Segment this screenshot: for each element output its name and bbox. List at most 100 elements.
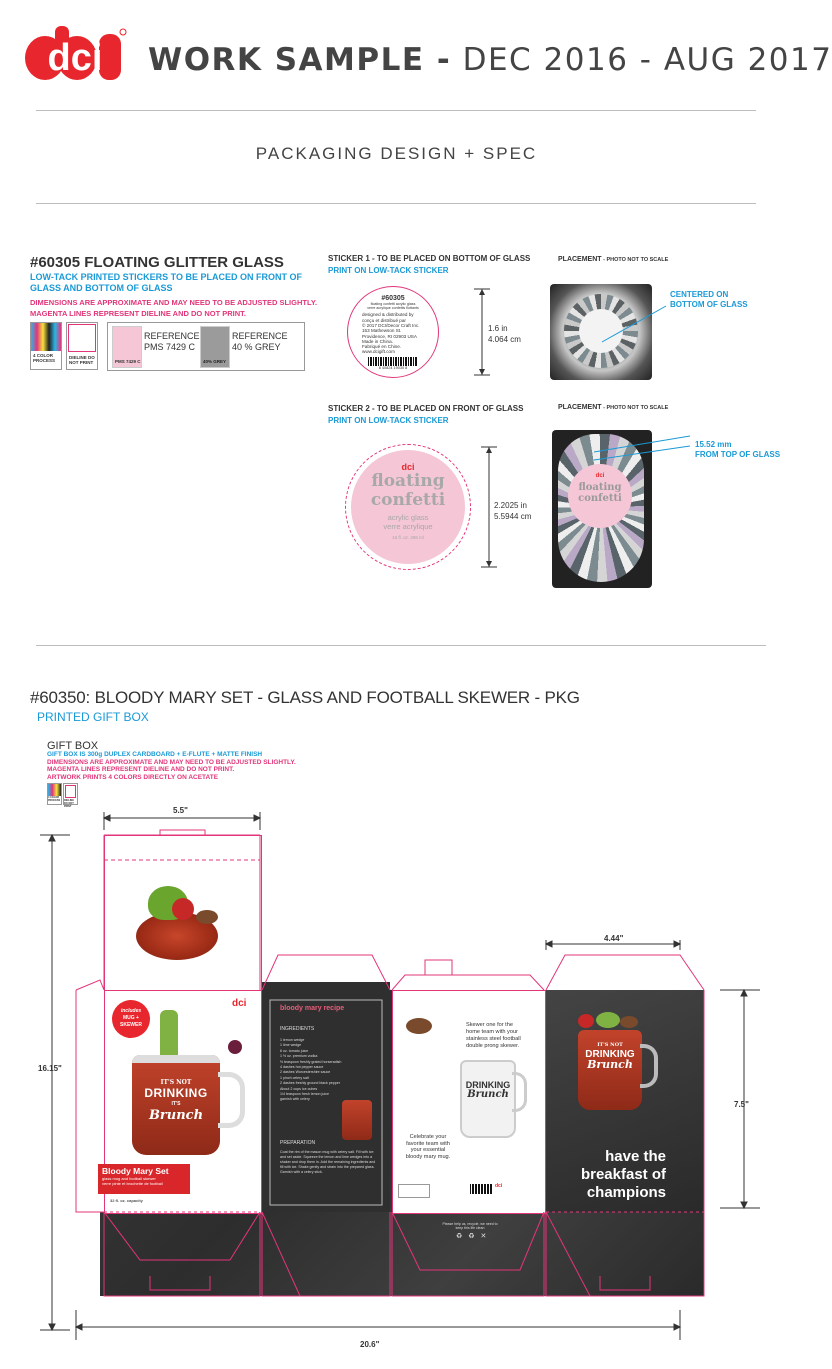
ingredient: 2 dashes Worcestershire sauce <box>280 1070 331 1075</box>
celebrate-text: Celebrate your favorite team with your e… <box>398 1134 458 1160</box>
prep-text: Coat the rim of the mason mug with celer… <box>280 1150 376 1174</box>
celebrate-text2: favorite team with <box>406 1140 450 1147</box>
sticker1-text2: conçu et distribué par <box>362 317 406 323</box>
swatch2-4-color-label: 4 COLOR PROCESS <box>48 796 61 802</box>
dim-total-width: 20.6" <box>360 1340 380 1349</box>
gift-box-dieline: 5.5" 16.15" 4.44" 7.5" 20.6" includes MU… <box>0 800 793 1369</box>
sticker2-name2: confetti <box>370 490 446 510</box>
dim-right-width: 4.44" <box>604 934 624 943</box>
swatch-dieline: DIELINE DO NOT PRINT <box>66 322 98 370</box>
ref1-title: REFERENCE <box>144 331 200 341</box>
divider <box>36 110 756 111</box>
ref-chip-grey-label: 40% GREY <box>203 359 227 364</box>
placement1-callout2: BOTTOM OF GLASS <box>670 300 748 309</box>
project1-desc: LOW-TACK PRINTED STICKERS TO BE PLACED O… <box>30 272 302 294</box>
project1-title: #60305 FLOATING GLITTER GLASS <box>30 254 284 271</box>
badge-line1: includes <box>120 1008 142 1014</box>
sticker2-cap: 16 fl. oz. 296 ml <box>392 535 424 540</box>
sticker2-face: dci floating confetti acrylic glass verr… <box>351 450 465 564</box>
ingredient: ½ teaspoon freshly grated horseradish <box>280 1059 342 1064</box>
swatch2-dieline-label: DIELINE DO NOT PRINT <box>64 799 74 808</box>
ingredients-title: INGREDIENTS <box>280 1026 315 1032</box>
placement1-callout: CENTERED ON BOTTOM OF GLASS <box>670 290 748 310</box>
celebrate-text4: bloody mary mug. <box>405 1153 451 1160</box>
sticker1-text4: 153 Mathewson St. <box>362 328 402 334</box>
back-mug-handle <box>640 1044 658 1088</box>
page-title-dates: DEC 2016 - AUG 2017 <box>451 42 832 78</box>
skewer-text4: double prong skewer. <box>466 1043 520 1049</box>
side-mug-line2: DRINKING <box>465 1080 511 1090</box>
placement2-callout2: FROM TOP OF GLASS <box>695 450 781 459</box>
sticker1-address: designed & distributed by conçu et distr… <box>348 312 438 354</box>
ingredient: About 2 cups ice cubes <box>280 1086 318 1091</box>
celery-icon <box>160 1010 178 1062</box>
sticker1-text1: designed & distributed by <box>362 312 414 318</box>
sticker1-text5: Providence, RI 02903 USA <box>362 333 417 339</box>
capacity: 32 fl. oz. capacity <box>110 1198 143 1203</box>
sticker1-dims: 1.6 in 4.064 cm <box>488 323 521 345</box>
front-mug-line1: IT'S NOT <box>160 1079 192 1086</box>
football-icon <box>406 1018 432 1034</box>
recipe-panel <box>262 982 390 1212</box>
project1-note2: MAGENTA LINES REPRESENT DIELINE AND DO N… <box>30 309 246 318</box>
ref1-value: PMS 7429 C <box>144 342 196 352</box>
recipe-mug-image <box>342 1100 372 1140</box>
gift-box-spec4: ARTWORK PRINTS 4 COLORS DIRECTLY ON ACET… <box>47 773 219 781</box>
project1-desc-line1: LOW-TACK PRINTED STICKERS TO BE PLACED O… <box>30 272 302 282</box>
sticker1-dim2: 4.064 cm <box>488 335 521 344</box>
placement2-sticker-name2: confetti <box>578 493 622 504</box>
page-title-bold: WORK SAMPLE - <box>148 42 452 78</box>
recycle-note: Please help us, recycle, we need to keep… <box>442 1222 498 1230</box>
skewer-text1: Skewer one for the <box>466 1022 513 1028</box>
ingredient: garnish with celery <box>280 1097 310 1102</box>
project2-title: #60350: BLOODY MARY SET - GLASS AND FOOT… <box>30 688 580 707</box>
gift-box-title: GIFT BOX <box>47 740 99 752</box>
sticker1-barcode-number: 8 40824 19030 8 <box>378 365 408 370</box>
gift-box-specs: GIFT BOX IS 300g DUPLEX CARDBOARD + E-FL… <box>47 751 296 781</box>
divider <box>36 203 756 204</box>
barcode <box>368 356 418 366</box>
skewer-text2: home team with your <box>466 1029 518 1035</box>
sticker1-web: www.dcigift.com <box>362 349 395 355</box>
gift-box-spec3: MAGENTA LINES REPRESENT DIELINE AND DO N… <box>47 766 235 773</box>
front-mug-handle <box>218 1072 245 1128</box>
badge-line3: SKEWER <box>120 1022 142 1028</box>
sticker1-title: STICKER 1 - TO BE PLACED ON BOTTOM OF GL… <box>328 254 531 263</box>
celebrate-text3: your essential <box>410 1147 446 1154</box>
ref-chip-pink: PMS 7429 C <box>112 326 142 368</box>
placement2-sticker-name1: floating <box>578 482 622 493</box>
sticker2-dim-line <box>481 446 497 568</box>
divider <box>36 645 766 646</box>
badge-line2: MUG + <box>123 1015 139 1021</box>
ref2-title: REFERENCE <box>232 331 288 341</box>
set-name: Bloody Mary Set <box>102 1166 169 1176</box>
placement2-callout: 15.52 mm FROM TOP OF GLASS <box>695 440 780 460</box>
sticker1-dim1: 1.6 in <box>488 324 508 333</box>
back-garnish <box>578 1012 638 1030</box>
placement1-callout1: CENTERED ON <box>670 290 729 299</box>
side-mug-line4: Brunch <box>467 1089 509 1100</box>
front-mug-line2: DRINKING <box>144 1086 208 1100</box>
project1-desc-line2: GLASS AND BOTTOM OF GLASS <box>30 283 173 293</box>
placement2-photo: dci floating confetti <box>552 430 652 588</box>
sticker1-small1: floating confetti acrylic glass <box>370 302 416 306</box>
swatch2-dieline: DIELINE DO NOT PRINT <box>63 783 78 808</box>
ref2-value: 40 % GREY <box>232 342 281 352</box>
set-sub1: glass mug and football skewer <box>102 1176 156 1181</box>
swatch-dieline-label: DIELINE DO NOT PRINT <box>69 355 95 365</box>
placement2-label: PLACEMENT <box>558 404 602 411</box>
placement2-callout1: 15.52 mm <box>695 440 732 449</box>
ingredient: 1 ½ oz. premium vodka <box>280 1054 318 1059</box>
ref-chip-grey: 40% GREY <box>200 326 230 368</box>
sticker2-scallop: dci floating confetti acrylic glass verr… <box>345 444 471 570</box>
swatch2-4-color: 4 COLOR PROCESS <box>47 783 62 805</box>
ref-chip-pink-label: PMS 7429 C <box>115 359 141 364</box>
placement1-note: - PHOTO NOT TO SCALE <box>601 257 669 263</box>
sticker1-sub: PRINT ON LOW-TACK STICKER <box>328 266 449 275</box>
set-sub2: verre pinte et brochette de football <box>102 1181 163 1186</box>
back-mug-line1: IT'S NOT <box>597 1042 623 1048</box>
project1-note1: DIMENSIONS ARE APPROXIMATE AND MAY NEED … <box>30 298 318 307</box>
celebrate-text1: Celebrate your <box>409 1134 447 1140</box>
sticker2-logo: dci <box>401 462 415 472</box>
dieline-svg <box>40 812 760 1340</box>
